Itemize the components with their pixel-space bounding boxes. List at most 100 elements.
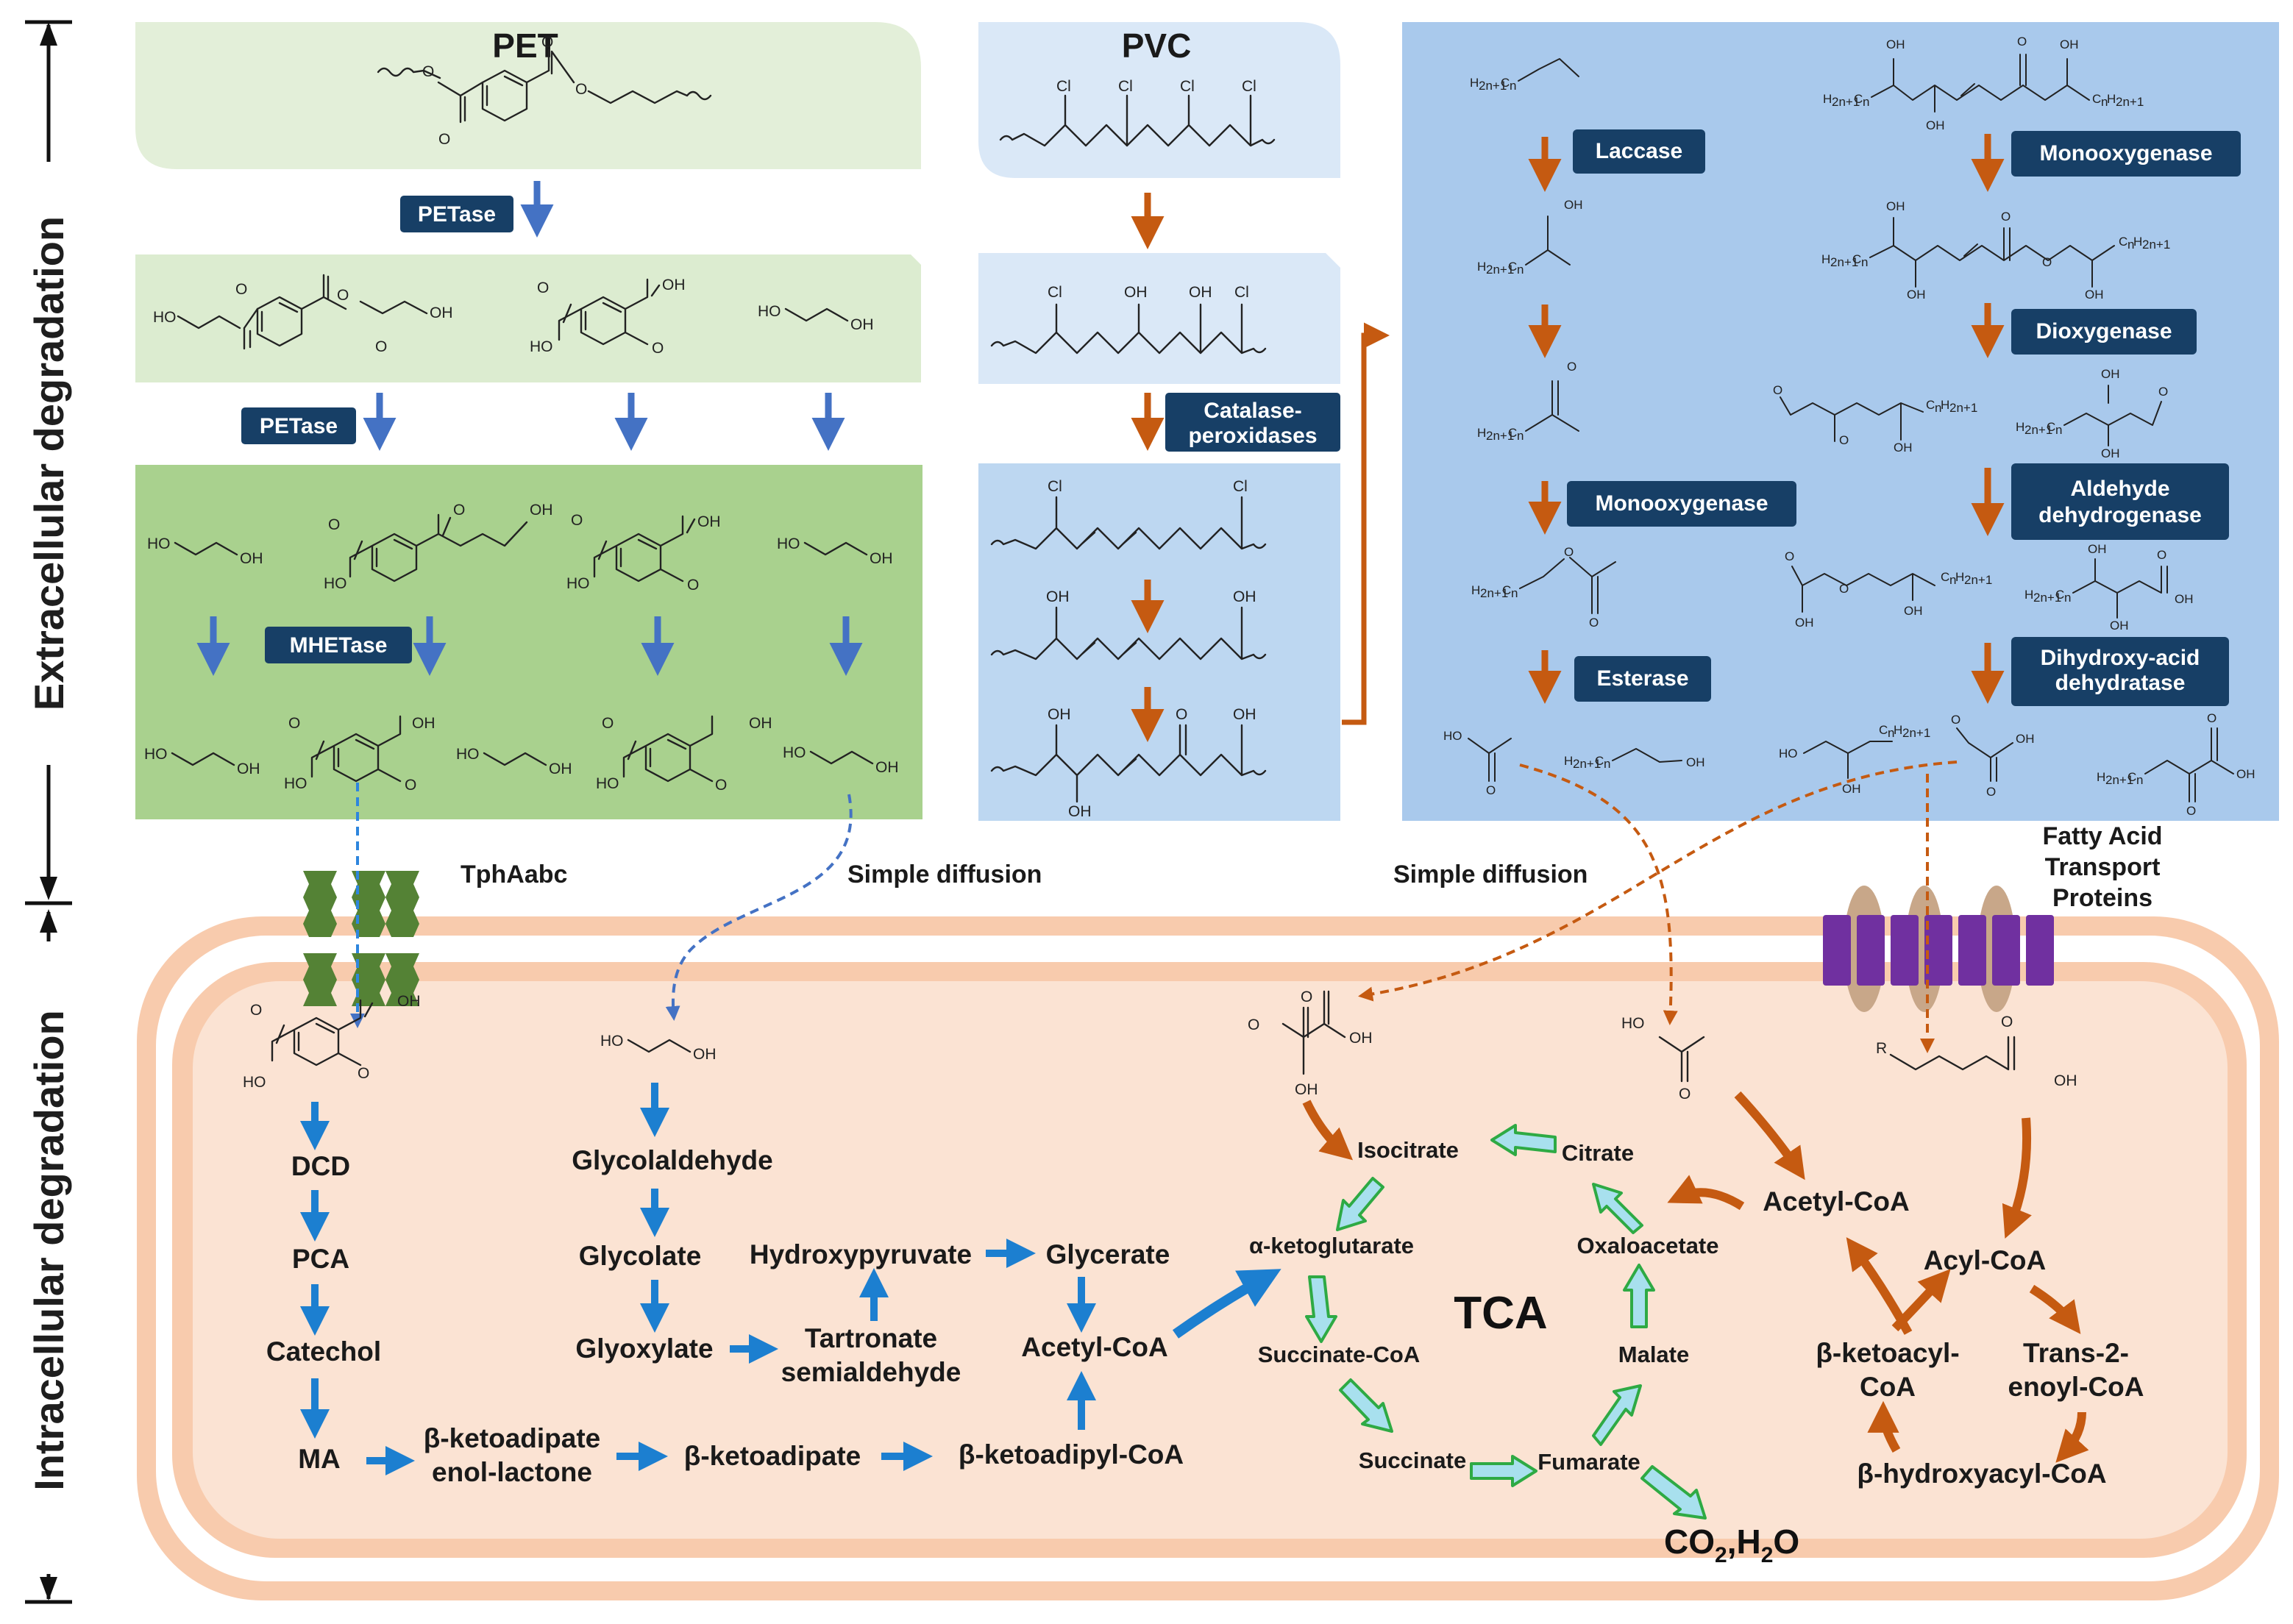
- svg-text:O: O: [1176, 706, 1187, 723]
- tpa-structure-2: HO O OH O: [566, 512, 721, 594]
- beta-oxidation: Acetyl-CoA Acyl-CoA β-ketoacyl- CoA Tran…: [1763, 1117, 2144, 1489]
- svg-text:HO: HO: [566, 575, 590, 592]
- svg-text:O: O: [602, 715, 614, 732]
- pvc-panel: PVC Cl Cl Cl Cl Cl OH OH Cl Catalase- pe…: [978, 22, 1390, 821]
- citrate-label: Citrate: [1562, 1140, 1634, 1166]
- svg-text:O: O: [1951, 713, 1960, 727]
- svg-text:dehydratase: dehydratase: [2055, 671, 2186, 695]
- svg-text:HO: HO: [596, 775, 619, 792]
- svg-text:OH: OH: [2088, 542, 2107, 556]
- svg-text:C: C: [1508, 260, 1517, 274]
- pet-polymer-structure: O O O O: [377, 34, 712, 148]
- svg-text:peroxidases: peroxidases: [1188, 424, 1317, 448]
- hydroxyacyl-coa-label: β-hydroxyacyl-CoA: [1857, 1459, 2106, 1489]
- svg-text:OH: OH: [875, 759, 899, 776]
- fatp-label-line3: Proteins: [2052, 884, 2152, 912]
- svg-text:OH: OH: [2085, 288, 2104, 302]
- svg-text:2n+1: 2n+1: [1902, 726, 1930, 740]
- pet-intermediate-box: [135, 254, 921, 382]
- tpa-pathway: DCD PCA Catechol MA: [266, 1102, 415, 1475]
- pvc-hydroxylated-structure: Cl OH OH Cl: [990, 284, 1267, 355]
- enoyl-line2: enoyl-CoA: [2008, 1372, 2144, 1402]
- svg-text:n: n: [1517, 429, 1524, 443]
- svg-text:O: O: [571, 512, 583, 529]
- svg-text:Catalase-: Catalase-: [1204, 399, 1301, 423]
- cytoplasm: [193, 981, 2228, 1539]
- svg-text:OH: OH: [2101, 367, 2120, 381]
- svg-text:O: O: [575, 81, 587, 98]
- ketoacyl-line1: β-ketoacyl-: [1816, 1338, 1959, 1368]
- glycol-pathway: Glycolaldehyde Glycolate Glyoxylate: [572, 1083, 778, 1364]
- tca-cycle: TCA Isocitrate Citrate α-ketoglutarate O…: [1249, 1091, 1805, 1567]
- svg-text:R: R: [1876, 1040, 1887, 1057]
- glycolate-label: Glycolate: [579, 1241, 702, 1271]
- intracellular-structures: HO O OH O HO OH O O OH OH HO O R O OH: [243, 989, 2077, 1103]
- svg-text:n: n: [1517, 263, 1524, 277]
- mhetase-enzyme: MHETase: [265, 627, 412, 663]
- pvc-polymer-structure: Cl Cl Cl Cl: [999, 78, 1276, 147]
- svg-text:H: H: [1894, 723, 1902, 737]
- svg-text:H: H: [1821, 252, 1830, 266]
- svg-text:O: O: [715, 777, 727, 794]
- svg-text:O: O: [2001, 1014, 2013, 1030]
- svg-text:H: H: [1823, 92, 1832, 106]
- svg-text:2n+1: 2n+1: [1486, 263, 1514, 277]
- svg-text:O: O: [2001, 210, 2011, 224]
- svg-text:2n+1: 2n+1: [1573, 757, 1601, 771]
- svg-text:2n+1: 2n+1: [2105, 773, 2133, 787]
- svg-text:OH: OH: [850, 316, 874, 333]
- mhet-structure: HO O O OH: [324, 502, 553, 592]
- svg-text:n: n: [2136, 773, 2143, 787]
- svg-text:OH: OH: [1886, 38, 1905, 51]
- svg-text:2n+1: 2n+1: [1486, 429, 1514, 443]
- esterase-enzyme: Esterase: [1574, 656, 1711, 702]
- svg-text:n: n: [1863, 95, 1869, 109]
- svg-text:Cl: Cl: [1048, 284, 1062, 301]
- svg-text:OH: OH: [2060, 38, 2079, 51]
- svg-text:n: n: [1510, 79, 1516, 93]
- ketoadipyl-coa-label: β-ketoadipyl-CoA: [959, 1439, 1184, 1470]
- svg-text:2n+1: 2n+1: [2024, 423, 2052, 437]
- svg-text:HO: HO: [758, 303, 781, 320]
- svg-text:O: O: [1986, 785, 1996, 799]
- svg-text:C: C: [1926, 398, 1935, 412]
- svg-text:OH: OH: [530, 502, 553, 519]
- svg-text:C: C: [2119, 235, 2127, 249]
- acyl-coa-label: Acyl-CoA: [1924, 1245, 2047, 1275]
- enoyl-line1: Trans-2-: [2023, 1338, 2129, 1368]
- svg-text:O: O: [2157, 548, 2166, 562]
- svg-text:Laccase: Laccase: [1596, 139, 1682, 163]
- svg-text:OH: OH: [412, 715, 436, 732]
- co2-label: CO2,H2O: [1664, 1522, 1799, 1567]
- svg-text:O: O: [2207, 711, 2216, 725]
- products-row: HO OH HO O OH O HO OH HO O OH O HO OH: [144, 715, 899, 794]
- eg-structure-3: HO OH: [777, 535, 893, 567]
- svg-text:O: O: [1248, 1016, 1259, 1033]
- svg-text:OH: OH: [870, 550, 893, 567]
- fatp-label-line2: Transport: [2045, 853, 2161, 881]
- svg-text:HO: HO: [783, 744, 806, 761]
- simple-diffusion-right-label: Simple diffusion: [1393, 861, 1588, 888]
- isocitrate-label: Isocitrate: [1357, 1137, 1459, 1163]
- svg-text:O: O: [541, 34, 553, 51]
- svg-text:OH: OH: [1907, 288, 1926, 302]
- svg-text:O: O: [235, 281, 247, 298]
- svg-text:H: H: [2024, 588, 2033, 602]
- svg-text:C: C: [1595, 754, 1604, 768]
- cell: [137, 916, 2279, 1600]
- tphaabc-transporter: TphAabc: [303, 861, 567, 1006]
- svg-text:H: H: [1470, 76, 1479, 90]
- svg-text:O: O: [288, 715, 300, 732]
- svg-text:H: H: [1477, 260, 1486, 274]
- ketoadipate-label: β-ketoadipate: [684, 1441, 861, 1471]
- svg-text:C: C: [2092, 92, 2101, 106]
- pet-panel: PET O O O O PETase HO O O OH O HO O OH O…: [135, 22, 922, 819]
- svg-text:O: O: [1773, 383, 1782, 397]
- svg-text:H: H: [2016, 420, 2024, 434]
- glycerate-pathway: Tartronate semialdehyde Hydroxypyruvate …: [750, 1239, 1281, 1387]
- svg-text:OH: OH: [693, 1046, 717, 1063]
- svg-text:Monooxygenase: Monooxygenase: [2039, 141, 2212, 165]
- svg-text:O: O: [358, 1065, 369, 1082]
- svg-text:O: O: [1564, 545, 1574, 559]
- svg-text:2n+1: 2n+1: [1830, 255, 1858, 269]
